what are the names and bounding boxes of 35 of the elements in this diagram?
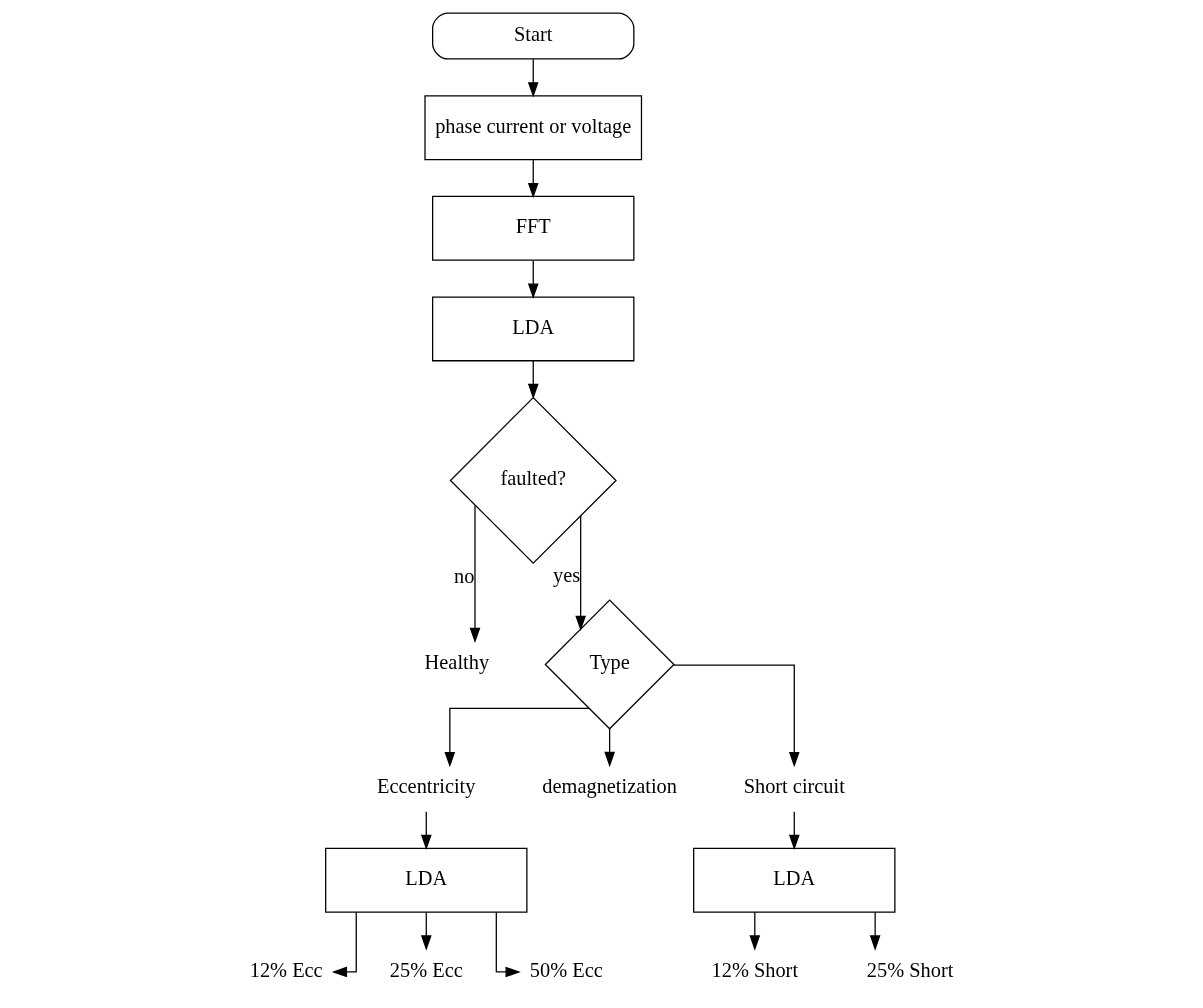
arrow [527,360,539,400]
node-box: FFT [431,195,634,261]
node-diamond: Type [543,599,675,730]
node-diamond: faulted? [449,396,617,565]
arrow [495,911,521,978]
arrow [748,911,760,951]
node-box: LDA [431,296,634,362]
arrow [869,911,880,951]
arrow [331,911,357,978]
node-text: Healthy [424,651,489,674]
node-text: 25% Short [866,958,953,981]
node-text: 12% Short [711,958,798,981]
node-text: 12% Ecc [249,958,323,981]
arrow [527,260,539,299]
edge-label: no [453,565,474,588]
node-box: LDA [692,847,895,913]
arrow [444,707,590,768]
node-box: LDA [324,847,527,913]
arrow [527,58,539,98]
node-text: demagnetization [541,775,677,798]
arrow [420,811,432,851]
arrow [672,664,800,768]
arrow [603,728,615,768]
node-text: Eccentricity [376,775,475,798]
arrow [527,159,539,199]
edge-label: yes [552,564,580,587]
node-text: 50% Ecc [529,958,603,981]
arrow [574,515,586,631]
node-box: phase current or voltage [423,95,642,161]
arrow [788,811,800,851]
node-text: 25% Ecc [389,958,463,981]
node-box: Start [431,12,634,60]
arrow [469,504,480,644]
node-text: Short circuit [743,775,845,798]
arrow [420,911,432,951]
